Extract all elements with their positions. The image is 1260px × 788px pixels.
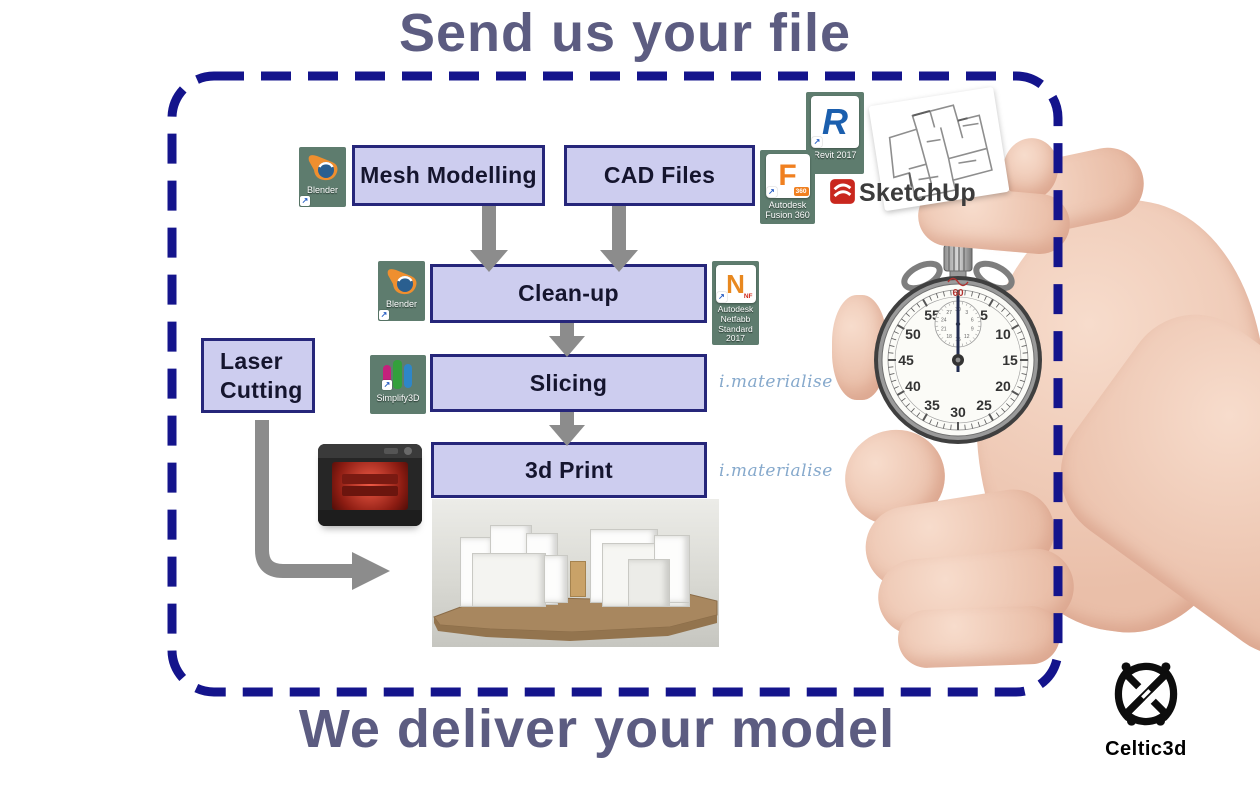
shortcut-arrow-icon: ↗ (379, 310, 389, 320)
flow-box-3d-print: 3d Print (431, 442, 707, 498)
sketchup-logo-icon (830, 179, 855, 204)
netfabb-nf-badge: NF (743, 293, 753, 300)
svg-text:18: 18 (946, 334, 952, 340)
fusion-icon-label: Autodesk Fusion 360 (765, 200, 810, 221)
fusion360-icon: F 360 ↗ Autodesk Fusion 360 (760, 150, 815, 224)
simplify3d-icon: ↗ Simplify3D (370, 355, 426, 414)
svg-text:15: 15 (1002, 352, 1018, 368)
svg-text:21: 21 (941, 327, 947, 333)
svg-text:45: 45 (898, 352, 914, 368)
arrow-cad-to-cleanup (612, 206, 626, 252)
svg-text:30: 30 (950, 404, 966, 420)
svg-text:50: 50 (905, 326, 921, 342)
shortcut-arrow-icon: ↗ (382, 380, 392, 390)
sketchup-label: SketchUp (859, 179, 976, 207)
blender-icon: ↗ Blender (299, 147, 346, 207)
blender-icon-label: Blender (385, 299, 418, 309)
blender-icon-label: Blender (306, 185, 339, 195)
hand-finger-3 (897, 605, 1061, 669)
blender-logo-glyph (308, 155, 337, 181)
celtic-knot-icon (1114, 662, 1178, 726)
arrow-laser-head (352, 552, 390, 590)
page-title: Send us your file (398, 3, 852, 63)
svg-text:12: 12 (964, 334, 970, 340)
shortcut-arrow-icon: ↗ (766, 187, 777, 197)
flow-box-clean-up: Clean-up (430, 264, 707, 323)
footer-title: We deliver your model (298, 699, 896, 759)
shortcut-arrow-icon: ↗ (716, 292, 727, 302)
simplify3d-icon-label: Simplify3D (376, 393, 420, 403)
svg-text:10: 10 (995, 326, 1011, 342)
arrow-cleanup-to-slicing (560, 323, 574, 338)
netfabb-icon-label: Autodesk Netfabb Standard 2017 (717, 304, 754, 344)
arrow-mesh-to-cleanup (482, 206, 496, 252)
blender-icon-2: ↗ Blender (378, 261, 425, 321)
flow-box-mesh-modelling: Mesh Modelling (352, 145, 545, 206)
svg-text:25: 25 (976, 397, 992, 413)
imaterialise-label-slicing: i.materialise (719, 372, 833, 392)
svg-text:6: 6 (971, 317, 974, 323)
flow-box-laser-cutting: Laser Cutting (201, 338, 315, 413)
blender-logo-glyph (387, 269, 416, 295)
celtic3d-logo: Celtic3d (1100, 656, 1192, 761)
printer-window (332, 462, 408, 510)
stopwatch-crown (943, 244, 973, 272)
celtic3d-label: Celtic3d (1105, 738, 1187, 760)
netfabb-icon: N NF ↗ Autodesk Netfabb Standard 2017 (712, 261, 759, 345)
svg-text:9: 9 (971, 327, 974, 333)
imaterialise-label-print: i.materialise (719, 461, 833, 481)
svg-text:24: 24 (941, 317, 947, 323)
svg-text:40: 40 (905, 378, 921, 394)
svg-text:35: 35 (924, 397, 940, 413)
svg-text:5: 5 (980, 307, 988, 323)
model-photo (432, 499, 719, 647)
arrow-slicing-to-print (560, 412, 574, 427)
shortcut-arrow-icon: ↗ (300, 196, 310, 206)
flow-box-slicing: Slicing (430, 354, 707, 412)
svg-text:27: 27 (946, 310, 952, 316)
printer-photo (318, 444, 422, 526)
simplify3d-logo-glyph: ↗ (381, 359, 415, 391)
svg-text:3: 3 (965, 310, 968, 316)
svg-text:20: 20 (995, 378, 1011, 394)
fusion-360-badge: 360 (793, 187, 809, 196)
flow-box-cad-files: CAD Files (564, 145, 755, 206)
shortcut-arrow-icon: ↗ (812, 137, 822, 147)
